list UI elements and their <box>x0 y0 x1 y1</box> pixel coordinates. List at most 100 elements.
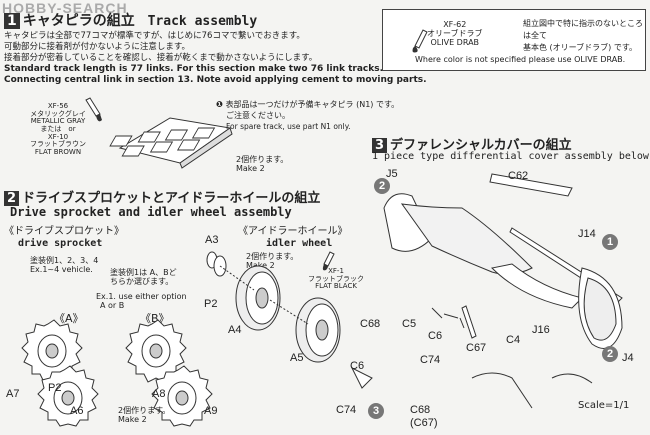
section3-title-jp: デファレンシャルカバーの組立 <box>390 138 572 153</box>
part-j16: J16 <box>532 324 550 336</box>
part-c62: C62 <box>508 170 529 182</box>
paint-code: XF-62 <box>443 20 467 29</box>
track-brush-icon <box>85 97 102 122</box>
sprocket-a-drawing <box>21 319 99 427</box>
part-c68-bottom: C68 <box>410 404 431 416</box>
flat-black-jp: フラットブラック <box>308 274 364 283</box>
spare-note-jp-2: ご注意ください。 <box>226 111 290 120</box>
flat-black-brush-icon <box>322 251 335 271</box>
sprocket-paint-jp: 塗装例1、2、3、4 <box>30 256 99 265</box>
part-c5: C5 <box>402 318 417 330</box>
sprocket-label-jp: 《ドライブスプロケット》 <box>4 226 124 237</box>
part-a8: A8 <box>152 388 166 400</box>
track-links-drawing <box>109 117 233 169</box>
sprocket-paint-en: Ex.1~4 vehicle. <box>30 265 93 275</box>
spare-note-jp-1: 表部品は一つだけが予備キャタピラ (N1) です。 <box>225 100 400 109</box>
scale-note: Scale=1/1 <box>578 400 630 411</box>
part-c67-bottom: (C67) <box>410 417 438 429</box>
sprocket-make-jp: 2個作ります。 <box>118 406 171 415</box>
part-a7: A7 <box>6 388 20 400</box>
track-note-en-1: Standard track length is 77 links. For t… <box>4 64 384 74</box>
title-en: Track assembly <box>147 14 258 29</box>
sprocket-paint: 塗装例1、2、3、4 Ex.1~4 vehicle. <box>30 256 98 274</box>
part-c4: C4 <box>506 334 521 346</box>
title-jp: キャタピラの組立 <box>22 13 135 29</box>
part-c67: C67 <box>466 342 487 354</box>
track-paint-code-2: XF-10 <box>47 132 69 141</box>
track-make-en: Make 2 <box>236 164 265 174</box>
option-note-en-2: A or B <box>100 301 125 311</box>
paint-info-box: XF-62 オリーブドラブ OLIVE DRAB 組立図中で特に指示のないところ… <box>382 9 646 71</box>
track-paint-name-1-en: METALLIC GRAY <box>30 117 86 126</box>
warning-icon: ❶ <box>216 100 226 109</box>
section2-number: 2 <box>4 191 20 206</box>
sprocket-b-drawing <box>125 319 213 427</box>
option-note-jp-1: 塗装例1は A、Bど <box>110 268 177 277</box>
flat-black-en: FLAT BLACK <box>315 282 357 291</box>
idler-wheel-drawing <box>206 251 341 363</box>
part-j4: J4 <box>622 352 634 364</box>
sprocket-label-en: drive sprocket <box>18 238 103 249</box>
track-paint-code-1: XF-56 <box>47 102 69 110</box>
option-a-label: 《A》 <box>54 312 84 325</box>
option-note-jp-2: ちらか選びます。 <box>110 277 174 287</box>
part-a6: A6 <box>70 405 84 417</box>
paint-drop-icon <box>412 29 428 53</box>
part-c68: C68 <box>360 318 381 330</box>
watermark: HOBBY-SEARCH <box>2 0 128 16</box>
paint-name-jp: オリーブドラブ <box>427 29 483 39</box>
track-note-jp-2: 可動部分に接着剤が付かないように注意します。 <box>4 42 190 52</box>
part-c74-bottom: C74 <box>336 404 357 416</box>
part-a4: A4 <box>228 324 242 336</box>
spare-note: ❶ 表部品は一つだけが予備キャタピラ (N1) です。 ご注意ください。 For… <box>216 99 399 132</box>
section3-title-en: 1 piece type differential cover assembly… <box>372 151 649 162</box>
track-make-note: 2個作ります。 Make 2 <box>236 155 288 173</box>
section-number: 1 <box>4 13 20 29</box>
track-paint-name-2-en: FLAT BROWN <box>34 148 82 157</box>
callout-3: 3 <box>368 403 384 419</box>
section3-number: 3 <box>372 138 388 153</box>
track-make-jp: 2個作ります。 <box>236 155 289 164</box>
part-c6: C6 <box>428 330 443 342</box>
part-c6-bottom: C6 <box>350 360 365 372</box>
idler-label: 《アイドラーホイール》 idler wheel <box>238 226 348 250</box>
idler-make-jp: 2個作ります。 <box>246 252 299 261</box>
option-note-en-1: Ex.1. use either option <box>96 292 187 301</box>
paint-note-jp-1: 組立図中で特に指示のないところは全て <box>523 19 643 40</box>
sprocket-make: 2個作ります。 Make 2 <box>118 406 170 424</box>
part-j5: J5 <box>386 168 398 180</box>
part-a5: A5 <box>290 352 304 364</box>
part-p2-top: P2 <box>204 298 218 310</box>
track-note-en-2: Connecting central link in section 13. N… <box>4 75 427 85</box>
track-note-jp-1: キャタピラは全部で77コマが標準ですが、はじめに76コマで繋いでおきます。 <box>4 31 305 41</box>
part-c74: C74 <box>420 354 441 366</box>
flat-black-code: XF-1 <box>328 267 344 275</box>
track-notes: キャタピラは全部で77コマが標準ですが、はじめに76コマで繋いでおきます。 可動… <box>4 31 427 86</box>
flat-black-spec: XF-1 フラットブラック FLAT BLACK <box>308 267 364 291</box>
option-b-label: 《B》 <box>140 312 170 325</box>
track-note-jp-3: 接着部分が密着していることを確認し、接着が乾くまで動かさないようにします。 <box>4 53 318 63</box>
callout-2-bottom: 2 <box>602 346 618 362</box>
track-paint-name-2-jp: フラットブラウン <box>30 140 86 149</box>
part-p2-bottom: P2 <box>48 382 62 394</box>
callout-1: 1 <box>602 234 618 250</box>
sprocket-make-en: Make 2 <box>118 415 147 425</box>
paint-note-en: Where color is not specified please use … <box>415 55 626 64</box>
section2-title-jp: ドライブスプロケットとアイドラーホイールの組立 <box>22 191 321 206</box>
track-paint-spec: XF-56 メタリックグレイ METALLIC GRAY または or XF-1… <box>30 102 86 157</box>
part-a3: A3 <box>205 234 219 246</box>
spare-note-en: For spare track, use part N1 only. <box>226 122 351 131</box>
idler-label-en: idler wheel <box>266 238 333 249</box>
paint-name-en: OLIVE DRAB <box>430 38 480 48</box>
paint-note-jp-2: 基本色 (オリーブドラブ) です。 <box>523 43 638 52</box>
option-note-en: Ex.1. use either option A or B <box>96 292 187 310</box>
sprocket-label: 《ドライブスプロケット》 drive sprocket <box>4 226 124 250</box>
part-a9: A9 <box>204 405 218 417</box>
callout-2-top: 2 <box>374 178 390 194</box>
track-paint-or: または or <box>40 125 76 134</box>
part-j14: J14 <box>578 228 596 240</box>
track-paint-name-1-jp: メタリックグレイ <box>30 109 86 118</box>
